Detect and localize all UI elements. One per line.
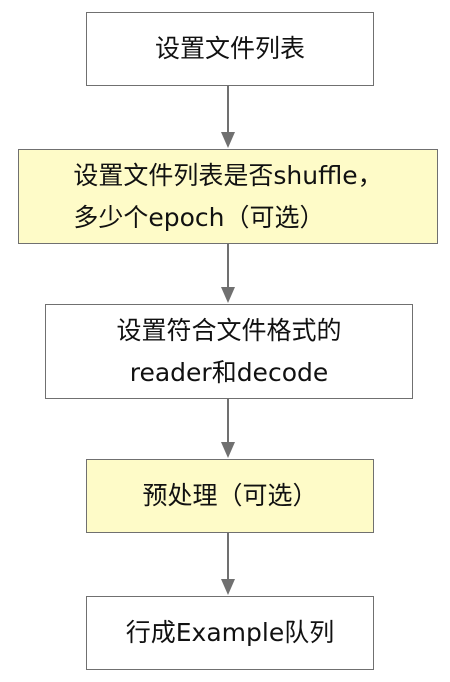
step-reader-decode-label: 设置符合文件格式的 reader和decode — [116, 315, 342, 387]
step-shuffle-epoch: 设置文件列表是否shuffle， 多少个epoch（可选） — [18, 149, 438, 244]
step-reader-decode: 设置符合文件格式的 reader和decode — [45, 304, 413, 399]
step-example-queue-label: 行成Example队列 — [125, 618, 335, 647]
step-example-queue: 行成Example队列 — [86, 596, 374, 670]
arrow-3-head — [221, 442, 235, 458]
step-preprocess-label: 预处理（可选） — [142, 481, 318, 510]
step-preprocess: 预处理（可选） — [86, 459, 374, 533]
arrow-1-head — [221, 132, 235, 148]
step-shuffle-epoch-label: 设置文件列表是否shuffle， 多少个epoch（可选） — [73, 160, 383, 232]
step-set-file-list-label: 设置文件列表 — [154, 34, 305, 63]
arrow-4-head — [221, 579, 235, 595]
step-set-file-list: 设置文件列表 — [86, 12, 374, 86]
arrow-2-head — [221, 287, 235, 303]
